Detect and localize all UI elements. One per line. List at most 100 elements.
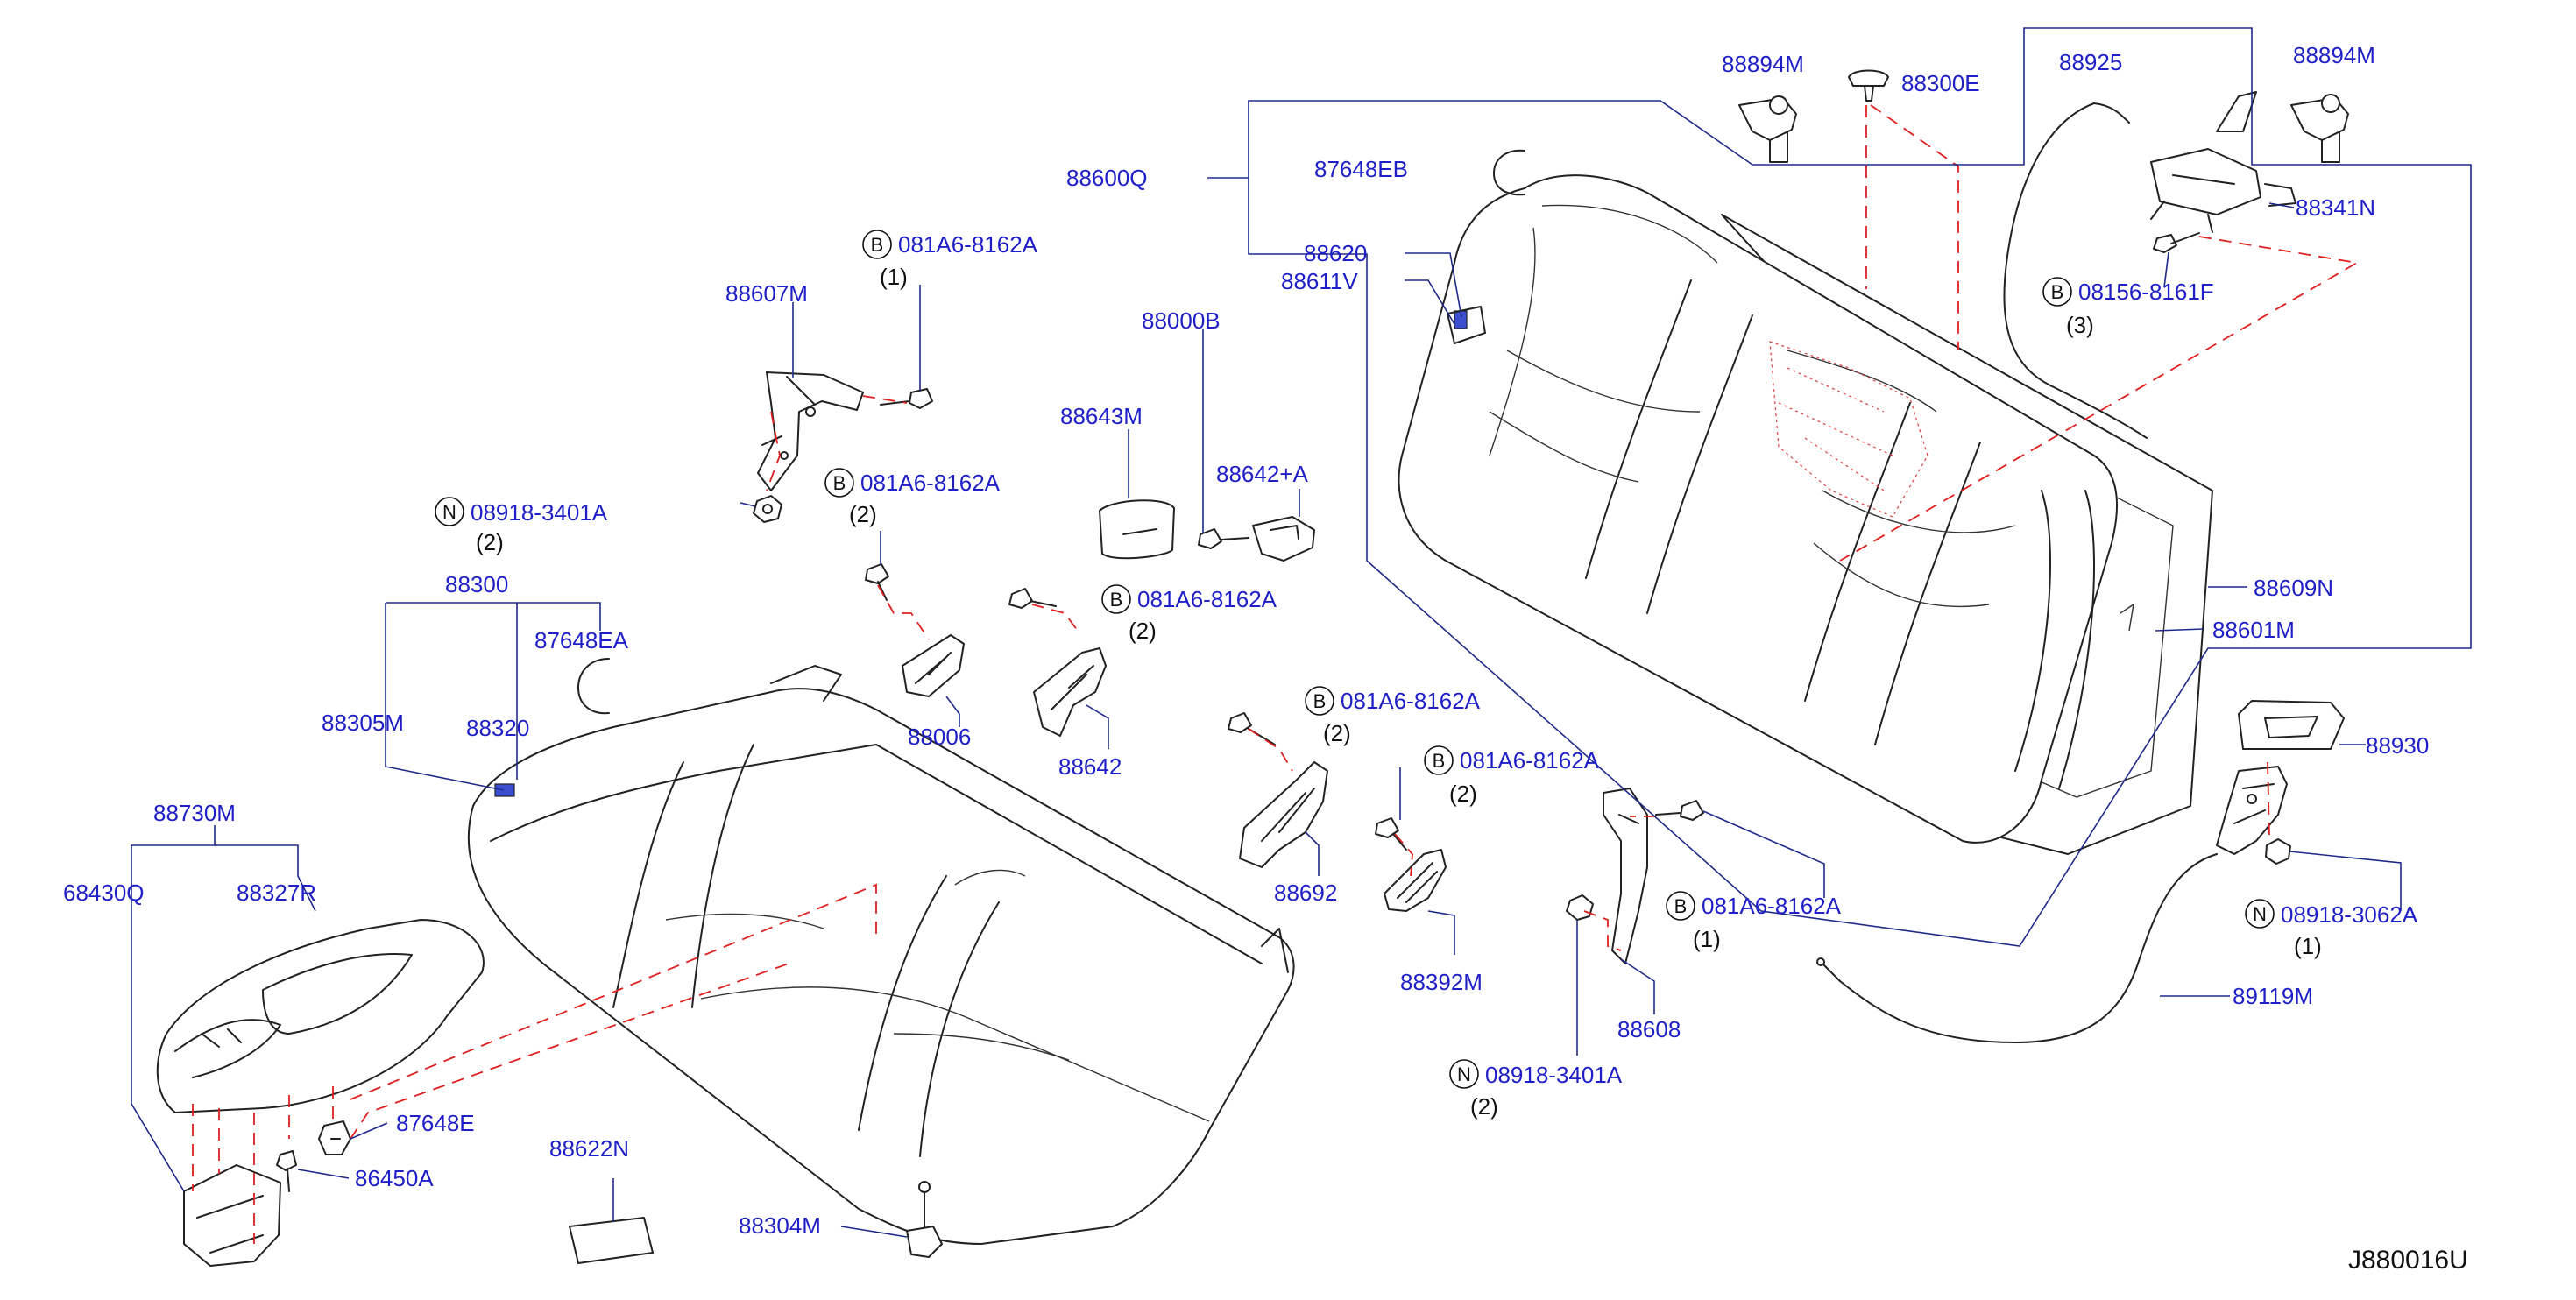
label-88600Q: 88600Q xyxy=(1066,165,1148,191)
qty-081A6-4: (2) xyxy=(1323,720,1351,746)
label-88730M: 88730M xyxy=(153,800,236,826)
label-68430Q: 68430Q xyxy=(63,880,145,906)
label-88894M-left: 88894M xyxy=(1722,51,1804,77)
bolt-marker-081A6-3: B xyxy=(1101,584,1131,614)
clip-87648EB xyxy=(1493,149,1525,196)
label-88611V: 88611V xyxy=(1281,268,1358,294)
svg-text:B: B xyxy=(833,472,846,494)
clip-87648EA xyxy=(577,658,610,715)
bolt-081A6-6 xyxy=(1655,800,1704,821)
bracket-88006 xyxy=(902,634,965,697)
label-88894M-right: 88894M xyxy=(2293,42,2375,68)
nut-marker-08918-3062A: N xyxy=(2245,899,2275,929)
label-88642A: 88642+A xyxy=(1216,461,1308,487)
svg-text:B: B xyxy=(1674,895,1688,917)
label-88006: 88006 xyxy=(908,724,971,750)
cover-88643M xyxy=(1099,499,1175,560)
bolt-marker-081A6-6: B xyxy=(1666,891,1695,921)
label-88622N: 88622N xyxy=(549,1135,629,1162)
label-081A6-4: 081A6-8162A xyxy=(1341,688,1481,714)
bracket-88642A xyxy=(1252,516,1315,562)
svg-text:B: B xyxy=(1313,690,1327,712)
label-87648E: 87648E xyxy=(396,1110,475,1136)
qty-08918-3062A: (1) xyxy=(2294,933,2322,959)
bolt-marker-081A6-5: B xyxy=(1424,745,1454,775)
bolt-081A6-2 xyxy=(865,563,889,601)
label-88925: 88925 xyxy=(2059,49,2122,75)
clip-87648E xyxy=(318,1120,351,1155)
nut-08918-3062A xyxy=(2265,838,2291,865)
label-88930: 88930 xyxy=(2366,732,2429,759)
label-081A6-5: 081A6-8162A xyxy=(1460,747,1600,774)
diagram-code: J880016U xyxy=(2348,1246,2468,1275)
nut-marker-08918-1: N xyxy=(435,497,464,526)
stopper-88894M-left xyxy=(1738,95,1797,163)
svg-text:B: B xyxy=(1433,750,1446,772)
svg-text:N: N xyxy=(442,501,456,523)
bracket-88392M xyxy=(1384,849,1447,912)
assembly-dashed-lines xyxy=(192,104,2360,1244)
label-88300E: 88300E xyxy=(1901,70,1980,96)
rear-seat-back-assembly xyxy=(1398,91,2296,855)
label-88607M: 88607M xyxy=(725,280,808,307)
label-08918-3062A: 08918-3062A xyxy=(2281,901,2418,928)
label-88320: 88320 xyxy=(466,715,529,741)
bolt-marker-081A6-1: B xyxy=(862,230,892,259)
label-08156-8161F: 08156-8161F xyxy=(2078,279,2214,305)
svg-text:B: B xyxy=(2051,281,2064,303)
label-88341N: 88341N xyxy=(2296,194,2375,221)
label-88601M: 88601M xyxy=(2212,617,2295,643)
label-89119M: 89119M xyxy=(2233,983,2313,1009)
armrest-88730M xyxy=(156,919,485,1113)
nut-08918-2 xyxy=(1566,894,1594,921)
label-88300: 88300 xyxy=(445,571,508,597)
nut-marker-08918-2: N xyxy=(1449,1059,1479,1089)
label-88304M: 88304M xyxy=(739,1212,821,1239)
svg-text:N: N xyxy=(1457,1063,1471,1085)
qty-081A6-5: (2) xyxy=(1449,781,1477,807)
bracket-68430Q xyxy=(183,1164,281,1267)
bolt-081A6-1 xyxy=(880,388,933,409)
label-08918-2: 08918-3401A xyxy=(1485,1062,1623,1088)
label-081A6-1: 081A6-8162A xyxy=(898,231,1038,258)
qty-08156-8161F: (3) xyxy=(2066,312,2094,338)
bracket-88642 xyxy=(1033,647,1107,737)
leader-lines xyxy=(131,27,2472,1238)
label-88392M: 88392M xyxy=(1400,969,1483,995)
nut-08918-1 xyxy=(753,495,782,523)
bolt-marker-081A6-4: B xyxy=(1305,686,1334,716)
label-08918-1: 08918-3401A xyxy=(471,499,608,526)
handle-88930 xyxy=(2238,700,2345,750)
label-86450A: 86450A xyxy=(355,1165,434,1191)
qty-081A6-6: (1) xyxy=(1693,926,1721,952)
bolt-081A6-5 xyxy=(1375,817,1407,851)
label-88642: 88642 xyxy=(1058,753,1122,780)
bracket-88692 xyxy=(1239,761,1328,868)
bolt-marker-081A6-2: B xyxy=(824,468,854,498)
label-88643M: 88643M xyxy=(1060,403,1143,429)
screw-86450A xyxy=(276,1150,297,1192)
stopper-88894M-right xyxy=(2290,94,2349,163)
label-88000B: 88000B xyxy=(1142,307,1221,334)
svg-text:B: B xyxy=(1110,589,1123,611)
label-87648EA: 87648EA xyxy=(534,627,629,654)
qty-081A6-2: (2) xyxy=(849,501,877,527)
label-88692: 88692 xyxy=(1274,880,1337,906)
svg-text:B: B xyxy=(871,234,884,256)
clip-88300E xyxy=(1848,69,1889,102)
label-88609N: 88609N xyxy=(2254,575,2333,601)
bracket-88608 xyxy=(1603,788,1648,964)
label-88327R: 88327R xyxy=(237,880,316,906)
bolt-081A6-3 xyxy=(1008,588,1057,609)
qty-081A6-1: (1) xyxy=(880,264,908,290)
latch-bracket xyxy=(2216,766,2288,855)
label-88620: 88620 xyxy=(1304,240,1367,266)
card-88622N xyxy=(569,1217,654,1264)
label-081A6-2: 081A6-8162A xyxy=(860,470,1001,496)
qty-08918-1: (2) xyxy=(476,529,504,555)
cable-89119M xyxy=(1816,853,2218,1043)
bolt-081A6-4 xyxy=(1228,712,1276,745)
qty-081A6-3: (2) xyxy=(1129,618,1157,644)
label-081A6-3: 081A6-8162A xyxy=(1137,586,1277,612)
